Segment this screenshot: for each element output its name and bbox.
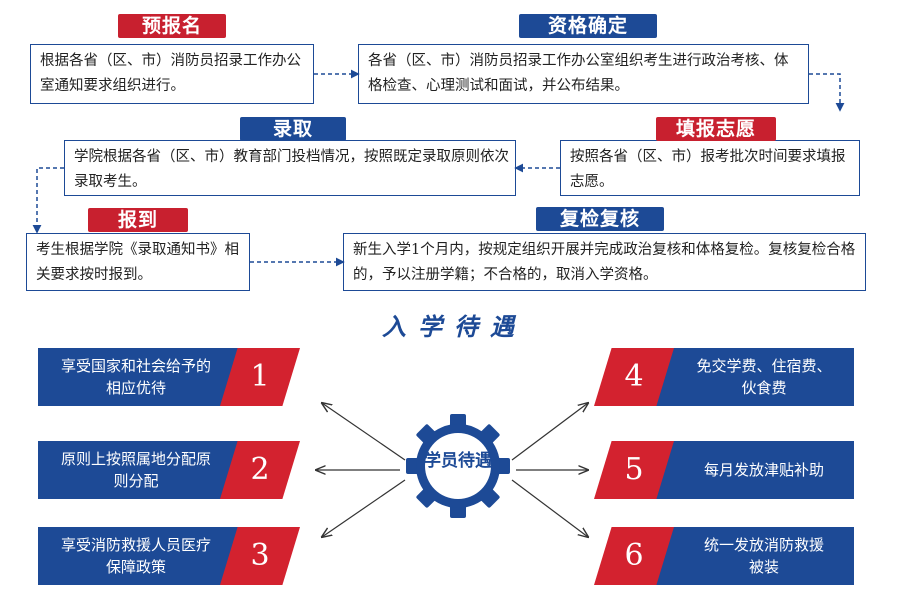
benefit-3-text: 享受消防救援人员医疗保障政策 — [38, 527, 258, 585]
arrow-step4-step5 — [32, 167, 64, 234]
step4-tag: 录取 — [240, 117, 346, 141]
hub-label: 学员待遇 — [424, 451, 492, 471]
arrow-to-benefit-4 — [511, 403, 588, 461]
arrow-to-benefit-6 — [511, 479, 588, 537]
step3-box: 按照各省（区、市）报考批次时间要求填报志愿。 — [560, 140, 860, 196]
step4-box: 学院根据各省（区、市）教育部门投档情况，按照既定录取原则依次录取考生。 — [64, 140, 516, 196]
benefit-1-text: 享受国家和社会给予的相应优待 — [38, 348, 258, 406]
step1-tag: 预报名 — [118, 14, 226, 38]
arrow-to-benefit-3 — [322, 479, 406, 537]
step6-tag: 复检复核 — [536, 207, 664, 231]
arrow-step2-step3 — [809, 73, 845, 112]
step5-box: 考生根据学院《录取通知书》相关要求按时报到。 — [26, 233, 250, 291]
benefit-4-text: 免交学费、住宿费、伙食费 — [654, 348, 854, 406]
gear-icon — [406, 414, 510, 518]
benefit-6-text: 统一发放消防救援被装 — [654, 527, 854, 585]
step6-box: 新生入学1个月内，按规定组织开展并完成政治复核和体格复检。复核复检合格的，予以注… — [343, 233, 866, 291]
step2-box: 各省（区、市）消防员招录工作办公室组织考生进行政治考核、体格检查、心理测试和面试… — [358, 44, 809, 104]
arrow-to-benefit-1 — [322, 403, 406, 461]
benefit-2-text: 原则上按照属地分配原则分配 — [38, 441, 258, 499]
benefit-5-text: 每月发放津贴补助 — [654, 441, 854, 499]
step3-tag: 填报志愿 — [656, 117, 776, 141]
step1-box: 根据各省（区、市）消防员招录工作办公室通知要求组织进行。 — [30, 44, 314, 104]
benefits-title: 入学待遇 — [382, 312, 526, 341]
step2-tag: 资格确定 — [519, 14, 657, 38]
step5-tag: 报到 — [88, 208, 188, 232]
